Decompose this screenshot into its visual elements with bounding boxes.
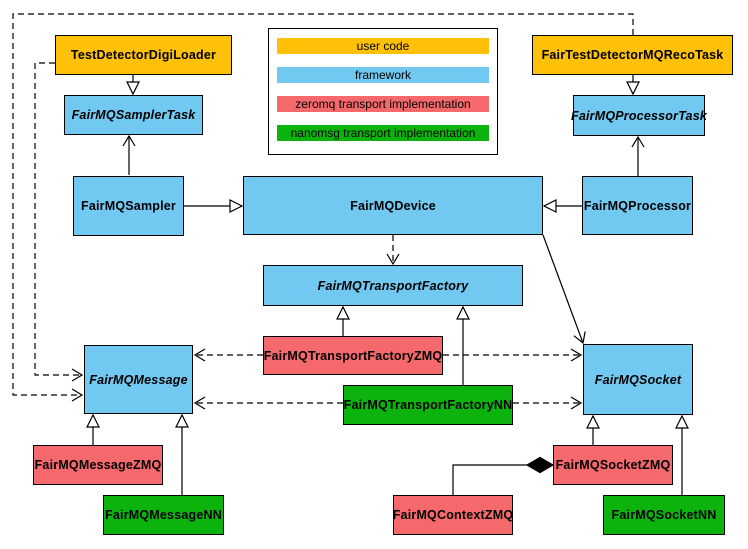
node-fairmqsampler: FairMQSampler <box>73 176 184 236</box>
node-fairmqsocketnn: FairMQSocketNN <box>603 495 725 535</box>
edge-digi-to-message <box>34 62 84 382</box>
node-testdetectordigiloader: TestDetectorDigiLoader <box>55 35 232 75</box>
node-label: FairMQTransportFactory <box>317 278 469 293</box>
legend-label: framework <box>354 68 411 82</box>
node-label: FairMQTransportFactoryZMQ <box>263 348 443 363</box>
legend-item-framework: framework <box>277 67 489 83</box>
node-label: FairMQSocket <box>594 372 682 387</box>
node-label: FairMQSamplerTask <box>71 108 196 122</box>
node-fairmqtransportfactorynn: FairMQTransportFactoryNN <box>343 385 513 425</box>
node-fairmqsocket: FairMQSocket <box>583 344 693 415</box>
edge-reco-to-message <box>12 13 634 402</box>
node-fairmqtransportfactory: FairMQTransportFactory <box>263 265 523 306</box>
node-label: FairMQSocketZMQ <box>555 458 671 472</box>
legend-label: user code <box>356 39 410 53</box>
node-fairmqtransportfactoryzmq: FairMQTransportFactoryZMQ <box>263 336 443 375</box>
node-fairmqsocketzmq: FairMQSocketZMQ <box>553 445 673 485</box>
node-label: FairMQProcessor <box>583 198 692 213</box>
node-label: TestDetectorDigiLoader <box>70 48 217 62</box>
node-label: FairMQMessage <box>89 372 188 387</box>
legend-box: user code framework zeromq transport imp… <box>268 28 498 155</box>
node-label: FairTestDetectorMQRecoTask <box>541 48 724 62</box>
node-label: FairMQSocketNN <box>611 508 717 522</box>
node-label: FairMQSampler <box>81 199 176 213</box>
node-fairtestdetectormqrecotask: FairTestDetectorMQRecoTask <box>532 35 733 75</box>
node-fairmqmessagezmq: FairMQMessageZMQ <box>33 445 163 485</box>
node-fairmqcontextzmq: FairMQContextZMQ <box>393 495 513 535</box>
legend-label: nanomsg transport implementation <box>290 126 476 140</box>
node-fairmqdevice: FairMQDevice <box>243 176 543 235</box>
legend-item-nanomsg: nanomsg transport implementation <box>277 125 489 141</box>
legend-item-user-code: user code <box>277 38 489 54</box>
node-label: FairMQTransportFactoryNN <box>343 398 513 412</box>
legend-label: zeromq transport implementation <box>295 97 471 111</box>
node-label: FairMQContextZMQ <box>392 508 514 522</box>
node-label: FairMQMessageNN <box>105 508 222 522</box>
node-label: FairMQProcessorTask <box>570 108 708 123</box>
composition-diamond <box>525 456 555 474</box>
edge-device-to-socket <box>542 234 586 345</box>
edge-contextzmq-to-socketzmq <box>452 464 529 495</box>
node-label: FairMQMessageZMQ <box>34 458 162 472</box>
node-label: FairMQDevice <box>350 198 436 213</box>
node-fairmqmessagenn: FairMQMessageNN <box>103 495 224 535</box>
node-fairmqmessage: FairMQMessage <box>84 345 193 414</box>
node-fairmqprocessor: FairMQProcessor <box>582 176 693 235</box>
node-fairmqprocessortask: FairMQProcessorTask <box>570 95 708 136</box>
legend-item-zeromq: zeromq transport implementation <box>277 96 489 112</box>
node-fairmqsamplertask: FairMQSamplerTask <box>64 95 203 135</box>
